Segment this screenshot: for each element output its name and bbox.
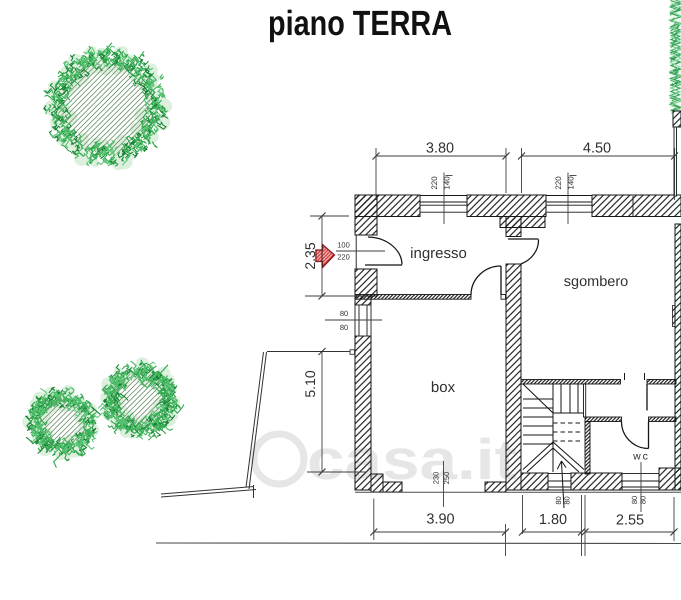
svg-text:3.90: 3.90	[426, 512, 454, 528]
svg-text:80: 80	[563, 496, 572, 504]
svg-text:3.80: 3.80	[426, 141, 454, 157]
svg-text:4.50: 4.50	[583, 141, 611, 157]
svg-text:140: 140	[567, 176, 576, 190]
svg-text:220: 220	[554, 176, 563, 190]
svg-text:220: 220	[337, 253, 350, 262]
svg-text:220: 220	[430, 176, 439, 190]
svg-text:5.10: 5.10	[302, 370, 318, 397]
svg-text:piano TERRA: piano TERRA	[268, 4, 452, 43]
svg-text:230: 230	[432, 472, 441, 485]
svg-text:80: 80	[639, 496, 648, 504]
svg-text:1.80: 1.80	[539, 512, 567, 528]
svg-text:box: box	[431, 379, 456, 396]
svg-text:casa.it: casa.it	[307, 428, 517, 492]
svg-text:80: 80	[630, 496, 639, 504]
svg-text:ingresso: ingresso	[410, 245, 467, 262]
svg-text:80: 80	[554, 496, 563, 504]
svg-text:2.35: 2.35	[302, 242, 318, 269]
svg-text:wc: wc	[632, 451, 650, 463]
svg-text:80: 80	[340, 309, 348, 318]
svg-text:2.55: 2.55	[616, 513, 644, 529]
svg-text:80: 80	[340, 323, 348, 332]
svg-text:140: 140	[443, 176, 452, 190]
svg-text:250: 250	[442, 472, 451, 485]
svg-text:100: 100	[337, 241, 350, 250]
svg-text:sgombero: sgombero	[564, 274, 628, 290]
